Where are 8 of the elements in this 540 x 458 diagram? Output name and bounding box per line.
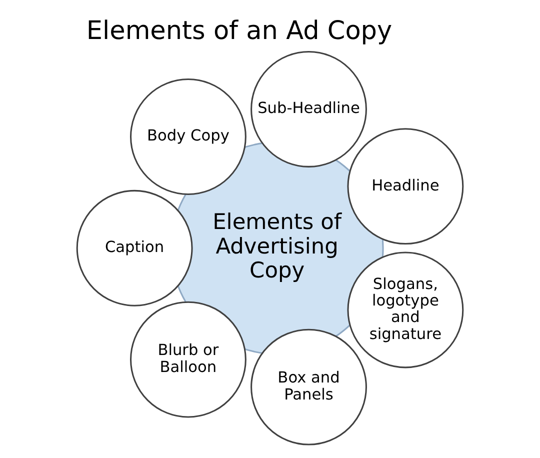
node-circle: Body Copy xyxy=(130,78,246,195)
node-circle: Slogans, logotype and signature xyxy=(347,252,464,368)
node-circle: Sub-Headline xyxy=(250,51,367,168)
node-circle: Box and Panels xyxy=(250,328,367,446)
node-circle: Caption xyxy=(76,190,193,306)
node-circle: Headline xyxy=(347,128,464,245)
node-circle: Blurb or Balloon xyxy=(130,301,246,418)
diagram-title: Elements of an Ad Copy xyxy=(86,16,392,46)
